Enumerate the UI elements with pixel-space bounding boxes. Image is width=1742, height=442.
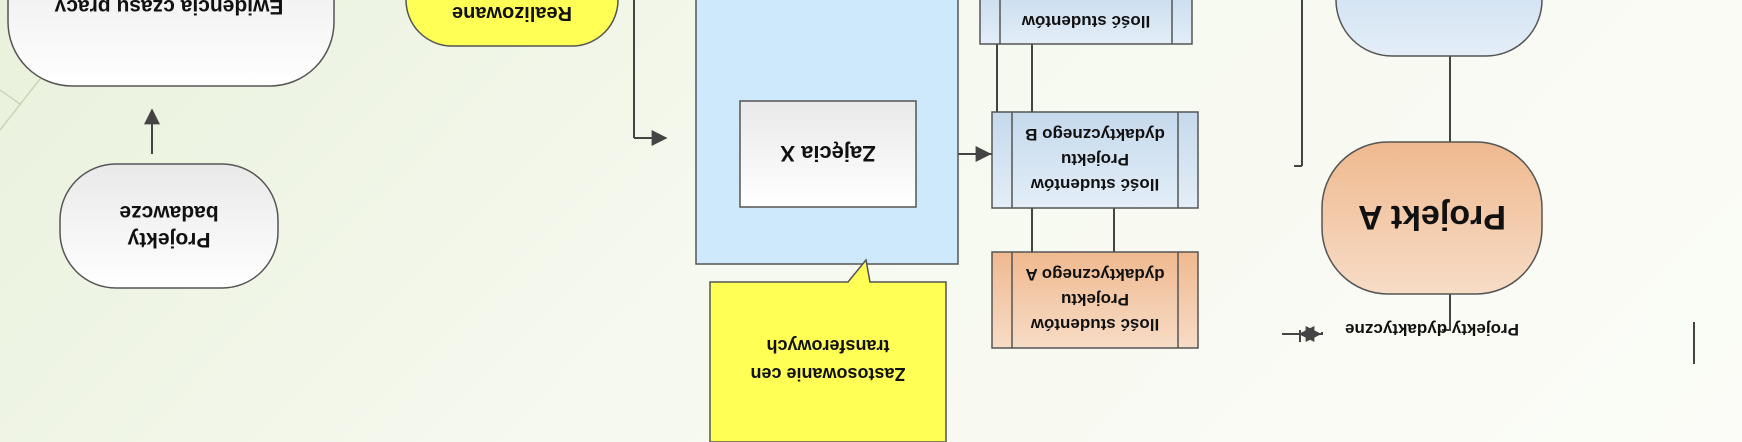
didactic-projects-label: Projekty dydaktyczne bbox=[1345, 320, 1519, 339]
students-b-line-3: dydaktycznego B bbox=[1025, 125, 1165, 144]
blue-rounded-node bbox=[1335, 0, 1543, 57]
students-b-line-2: Projektu bbox=[1061, 150, 1129, 169]
research-projects-line-2: badawcze bbox=[119, 201, 218, 224]
students-a-line-2: Projektu bbox=[1061, 290, 1129, 309]
students-a-line-3: dydaktycznego A bbox=[1025, 265, 1164, 284]
students-top-node bbox=[979, 0, 1193, 45]
transfer-prices-callout bbox=[709, 258, 947, 442]
transfer-prices-line-2: transferowych bbox=[766, 336, 889, 356]
evidence-node bbox=[7, 0, 335, 87]
students-b-node bbox=[991, 111, 1199, 209]
transfer-prices-line-1: Zastosowanie cen bbox=[750, 364, 905, 384]
classes-x-node bbox=[739, 100, 917, 208]
evidence-label: Ewidencja czasu pracy bbox=[54, 0, 283, 18]
students-a-line-1: Ilość studentów bbox=[1030, 315, 1159, 334]
students-top-line-1: Ilość studentów bbox=[1021, 12, 1150, 31]
realized-callout bbox=[405, 0, 619, 47]
students-b-line-1: Ilość studentów bbox=[1030, 175, 1159, 194]
research-projects-node bbox=[59, 163, 279, 289]
classes-x-label: Zajęcia X bbox=[780, 141, 876, 166]
project-a-node bbox=[1321, 141, 1543, 295]
background-decor-line bbox=[0, 89, 21, 105]
project-a-label: Projekt A bbox=[1358, 198, 1506, 236]
connector-line bbox=[1442, 22, 1451, 331]
realized-label: Realizowane bbox=[452, 2, 572, 24]
research-projects-line-1: Projekty bbox=[127, 228, 210, 251]
students-a-node bbox=[991, 251, 1199, 349]
